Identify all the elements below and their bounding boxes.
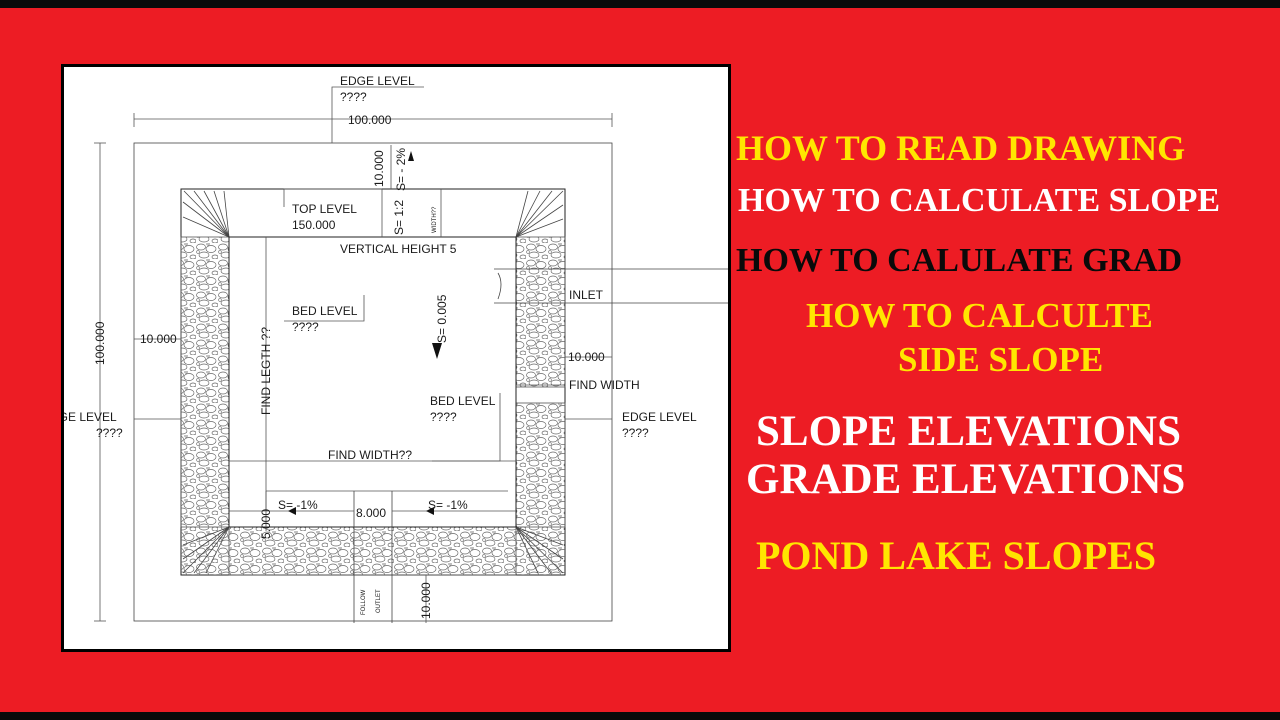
- slope-right-label: S= -1%: [428, 498, 468, 512]
- bed-level-2-value: ????: [430, 410, 457, 424]
- arrow-slope-right: [426, 507, 434, 515]
- headline-pond-lake-slopes: POND LAKE SLOPES: [756, 533, 1157, 578]
- height-dimension: 100.000: [93, 321, 107, 365]
- headline-calculate-grad: HOW TO CALULATE GRAD: [736, 242, 1183, 279]
- corner-hatch-br: [515, 526, 564, 574]
- bed-level-1-value: ????: [292, 320, 319, 334]
- find-width-bottom-label: FIND WIDTH??: [328, 448, 412, 462]
- pond-bed: [228, 236, 517, 528]
- inlet-label: INLET: [569, 288, 604, 302]
- stone-slope-bottom: [228, 526, 517, 576]
- bed-level-1-label: BED LEVEL: [292, 304, 358, 318]
- outlet-label: OUTLET: [376, 589, 382, 613]
- left-offset-dimension: 10.000: [140, 332, 177, 346]
- corner-hatch-tr: [515, 190, 564, 238]
- pond-drawing-panel: EDGE LEVEL ???? 100.000 100.000 10.000 S…: [61, 64, 731, 652]
- arrow-slope-left: [288, 507, 296, 515]
- leader-top-level: [283, 188, 382, 207]
- top-level-label: TOP LEVEL: [292, 202, 357, 216]
- edge-level-top-label: EDGE LEVEL: [340, 74, 415, 88]
- inlet-curve: [497, 272, 502, 300]
- top-offset-dimension: 10.000: [372, 150, 386, 187]
- find-width-right-label: FIND WIDTH: [569, 378, 640, 392]
- leader-bed-level-1: [284, 295, 365, 322]
- edge-level-left-label: EDGE LEVEL: [64, 410, 117, 424]
- right-offset-dimension: 10.000: [568, 350, 605, 364]
- pond-plan-drawing: EDGE LEVEL ???? 100.000 100.000 10.000 S…: [64, 74, 728, 623]
- corner-hatch-bl: [182, 526, 230, 574]
- follow-label: FOLLOW: [361, 589, 367, 615]
- arrow-top-slope: [408, 151, 414, 161]
- outer-boundary: [133, 142, 613, 622]
- stone-slope-left: [180, 236, 230, 528]
- slope-left-label: S= -1%: [278, 498, 318, 512]
- bed-level-2-label: BED LEVEL: [430, 394, 496, 408]
- corner-hatch-tl: [182, 190, 230, 238]
- vertical-height-label: VERTICAL HEIGHT 5: [340, 242, 457, 256]
- channel-width-dimension: 8.000: [356, 506, 386, 520]
- headline-slope-elevations: SLOPE ELEVATIONS: [756, 408, 1181, 455]
- headline-read-drawing: HOW TO READ DRAWING: [736, 128, 1186, 168]
- bed-slope-label: S= 0.005: [435, 294, 449, 343]
- top-border-bar: [0, 0, 1280, 8]
- width-dimension: 100.000: [348, 113, 392, 127]
- headline-calculate-slope: HOW TO CALCULATE SLOPE: [738, 182, 1221, 219]
- edge-level-right-value: ????: [622, 426, 649, 440]
- leader-edge-top: [331, 86, 424, 143]
- find-length-label: FIND LEGTH ??: [259, 327, 273, 415]
- width-question-label: WIDTH??: [432, 206, 438, 233]
- top-level-value: 150.000: [292, 218, 336, 232]
- edge-level-top-value: ????: [340, 90, 367, 104]
- headline-grade-elevations: GRADE ELEVATIONS: [746, 456, 1186, 503]
- bottom-5-dimension: 5.000: [259, 509, 273, 539]
- bottom-offset-dimension: 10.000: [419, 582, 433, 619]
- arrow-bed-slope: [432, 343, 442, 359]
- headline-side-slope-line1: HOW TO CALCULTE: [806, 296, 1153, 335]
- top-slope-label: S= - 2%: [394, 148, 408, 191]
- bottom-border-bar: [0, 712, 1280, 720]
- headline-side-slope-line2: SIDE SLOPE: [898, 340, 1104, 379]
- stone-slope-right-upper: [515, 236, 566, 388]
- stone-slope-right-lower: [515, 402, 566, 528]
- edge-level-right-label: EDGE LEVEL: [622, 410, 697, 424]
- edge-level-left-value: ????: [96, 426, 123, 440]
- side-slope-label: S= 1:2: [392, 200, 406, 235]
